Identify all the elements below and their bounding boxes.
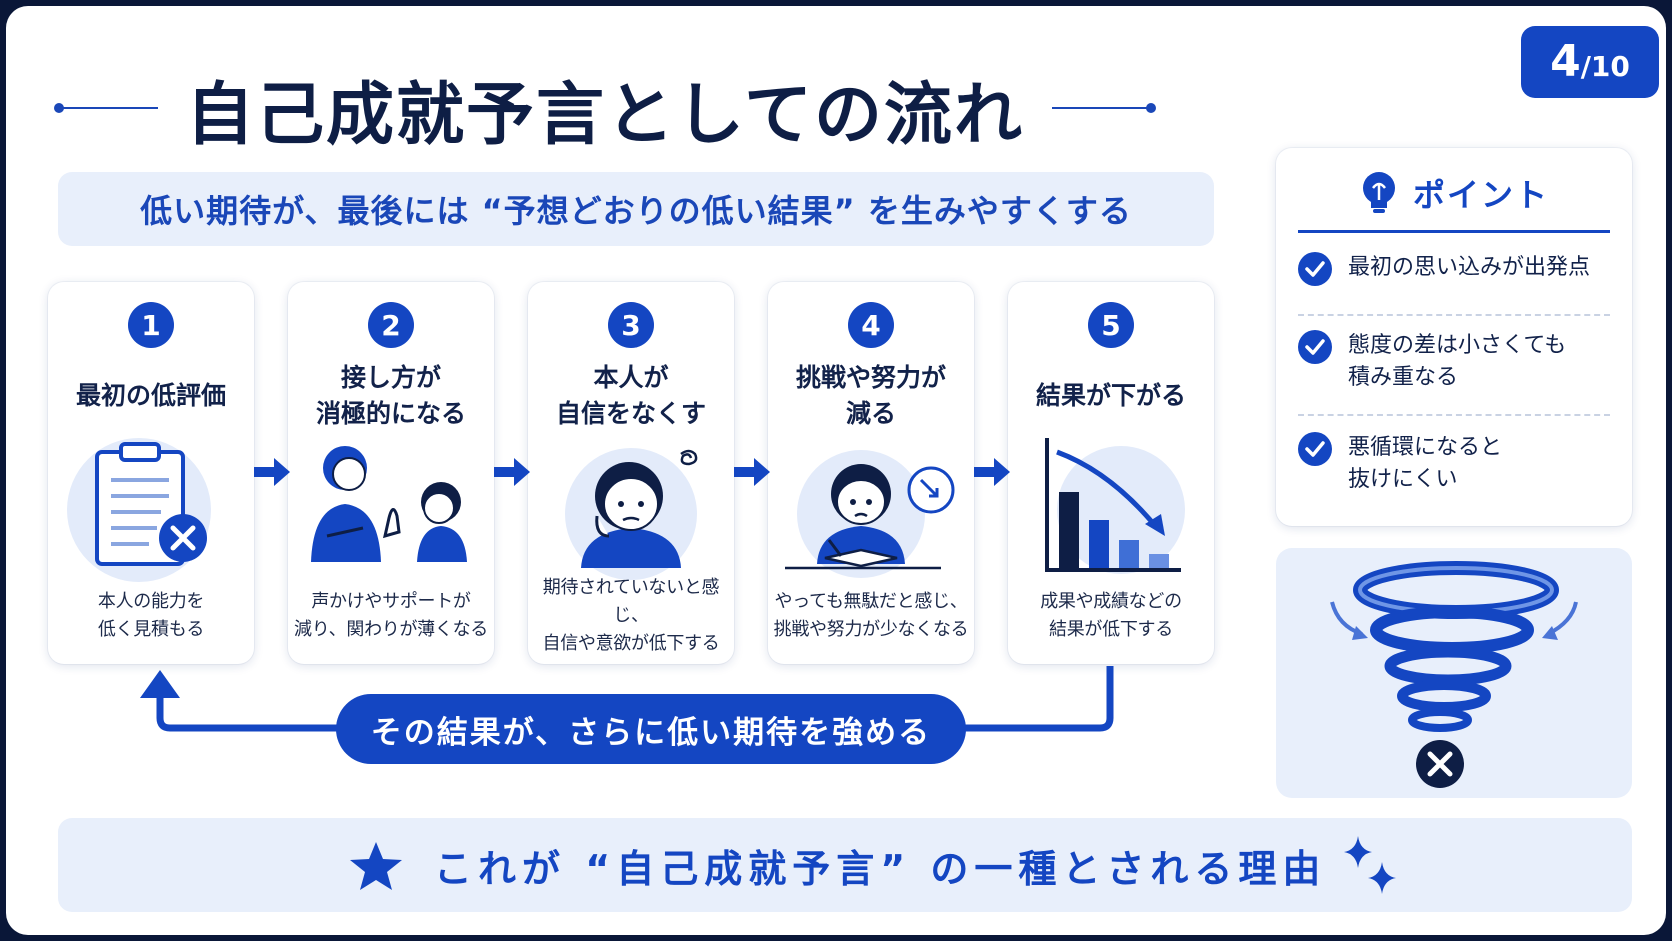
star-icon xyxy=(350,842,402,890)
step-card-3: 3 本人が 自信をなくす 期待されていないと感じ、 自信や意欲が低下する xyxy=(528,282,734,664)
conclusion-banner: これが “自己成就予言” の一種とされる理由 xyxy=(58,818,1632,912)
step-title: 挑戦や努力が 減る xyxy=(795,363,946,428)
step-card-4: 4 挑戦や努力が 減る やっても無駄だと感じ、 挑戦や努力が少なくなる xyxy=(768,282,974,664)
declining-bar-chart-icon xyxy=(1045,438,1185,574)
step-number: 3 xyxy=(608,302,654,348)
step-title: 接し方が 消極的になる xyxy=(315,363,466,428)
step-description: 本人の能力を 低く見積もる xyxy=(97,591,205,640)
page-number-badge: 4 /10 xyxy=(1521,26,1659,98)
step-description: やっても無駄だと感じ、 挑戦や努力が少なくなる xyxy=(773,591,969,640)
page-current: 4 xyxy=(1550,36,1581,87)
point-divider xyxy=(1298,230,1610,233)
page-title: 自己成就予言としての流れ xyxy=(186,75,1024,155)
step-number: 2 xyxy=(368,302,414,348)
studying-child-icon xyxy=(785,450,955,578)
point-text: 悪循環になると 抜けにくい xyxy=(1348,435,1503,492)
sparkle-icon xyxy=(1344,836,1396,894)
step-description: 期待されていないと感じ、 自信や意欲が低下する xyxy=(542,577,720,654)
vortex-x-icon xyxy=(1330,561,1578,788)
point-title: ポイント xyxy=(1412,176,1549,214)
point-panel: ポイント 最初の思い込みが出発点 態度の差は小さくても 積み重なる 悪循環に xyxy=(1276,148,1632,526)
step-title: 最初の低評価 xyxy=(75,381,226,410)
lightbulb-icon xyxy=(1362,172,1395,213)
arrow-right-icon xyxy=(494,458,530,486)
check-circle-icon xyxy=(1298,330,1332,364)
arrow-right-icon xyxy=(974,458,1010,486)
step-number: 4 xyxy=(848,302,894,348)
feedback-loop-label: その結果が、さらに低い期待を強める xyxy=(336,694,966,764)
subtitle-banner: 低い期待が、最後には “予想どおりの低い結果” を生みやすくする xyxy=(58,172,1214,246)
point-text: 態度の差は小さくても 積み重なる xyxy=(1348,333,1567,390)
point-item-3: 悪循環になると 抜けにくい xyxy=(1298,432,1610,496)
point-header: ポイント xyxy=(1276,168,1632,218)
point-item-1: 最初の思い込みが出発点 xyxy=(1298,252,1610,286)
conclusion-text: これが “自己成就予言” の一種とされる理由 xyxy=(434,846,1327,891)
step-description: 成果や成績などの 結果が低下する xyxy=(1040,591,1182,640)
title-rule-left xyxy=(54,103,158,113)
point-item-2: 態度の差は小さくても 積み重なる xyxy=(1298,330,1610,394)
step-card-2: 2 接し方が 消極的になる 声かけやサポートが 減り、関わりが薄くなる xyxy=(288,282,494,664)
arrow-right-icon xyxy=(254,458,290,486)
title-row: 自己成就予言としての流れ xyxy=(54,68,1198,155)
point-separator xyxy=(1298,314,1610,316)
check-circle-icon xyxy=(1298,252,1332,286)
step-title: 本人が 自信をなくす xyxy=(555,363,706,428)
adult-child-stop-icon xyxy=(311,446,467,562)
point-separator xyxy=(1298,414,1610,416)
slide: 自己成就予言としての流れ 4 /10 低い期待が、最後には “予想どおりの低い結… xyxy=(6,6,1666,935)
step-card-1: 1 最初の低評価 本人の能力を 低く見積もる xyxy=(48,282,254,664)
check-circle-icon xyxy=(1298,432,1332,466)
vortex-panel xyxy=(1276,548,1632,798)
clipboard-x-icon xyxy=(67,438,211,582)
step-number: 5 xyxy=(1088,302,1134,348)
step-title: 結果が下がる xyxy=(1035,381,1186,410)
page-total: /10 xyxy=(1580,50,1630,83)
step-card-5: 5 結果が下がる 成果や成績などの 結果が低下する xyxy=(1008,282,1214,664)
title-rule-right xyxy=(1051,103,1156,113)
arrow-right-icon xyxy=(734,458,770,486)
step-description: 声かけやサポートが 減り、関わりが薄くなる xyxy=(294,591,488,640)
worried-child-icon xyxy=(565,448,698,580)
step-number: 1 xyxy=(128,302,174,348)
point-text: 最初の思い込みが出発点 xyxy=(1348,255,1591,280)
